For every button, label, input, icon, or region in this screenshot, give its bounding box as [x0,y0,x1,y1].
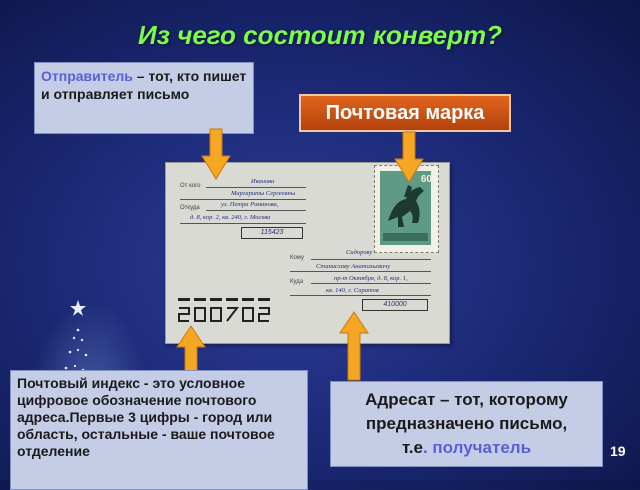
arrow-down-stamp [394,131,424,183]
arrow-up-addressee [339,311,369,381]
stamp-label: Почтовая марка [299,94,511,132]
envelope-to-addr2: кв. 140, г. Саратов [326,287,379,294]
envelope-to-addr-label: Куда [290,279,303,285]
envelope-to-label: Кому [290,255,304,261]
sender-callout: Отправитель – тот, кто пишет и отправляе… [34,62,254,134]
envelope-from-addr-label: Откуда [180,205,200,211]
envelope-to-name: Сидорову [346,249,372,256]
addressee-prefix: т.е [402,438,423,457]
envelope-from-name: Иванова [251,178,274,185]
envelope-to-name2: Станиславу Анатольевичу [316,263,390,270]
envelope-from-addr1: ул. Петра Романова, [221,201,278,208]
arrow-up-index [176,325,206,373]
envelope-to-addr1: пр-т Октября, д. 8, кор. 1, [334,275,408,282]
addressee-term: . получатель [423,438,531,457]
page-number: 19 [610,443,626,459]
page-title: Из чего состоит конверт? [0,20,640,51]
arrow-down-sender [201,128,231,180]
addressee-definition: Адресат – тот, которому предназначено пи… [365,390,568,433]
postal-index-callout: Почтовый индекс - это условное цифровое … [10,370,308,490]
addressee-callout: Адресат – тот, которому предназначено пи… [330,381,603,467]
envelope-from-name2: Маргариты Сергеевны [231,190,295,197]
envelope-to-zip: 410000 [362,299,428,311]
sender-term: Отправитель [41,68,133,84]
envelope-from-label: От кого [180,183,201,189]
envelope-from-zip: 115423 [241,227,303,239]
envelope-from-addr2: д. 8, кор. 2, кв. 240, г. Москва [190,214,270,221]
postal-index-boxes: 900102 [178,298,274,324]
